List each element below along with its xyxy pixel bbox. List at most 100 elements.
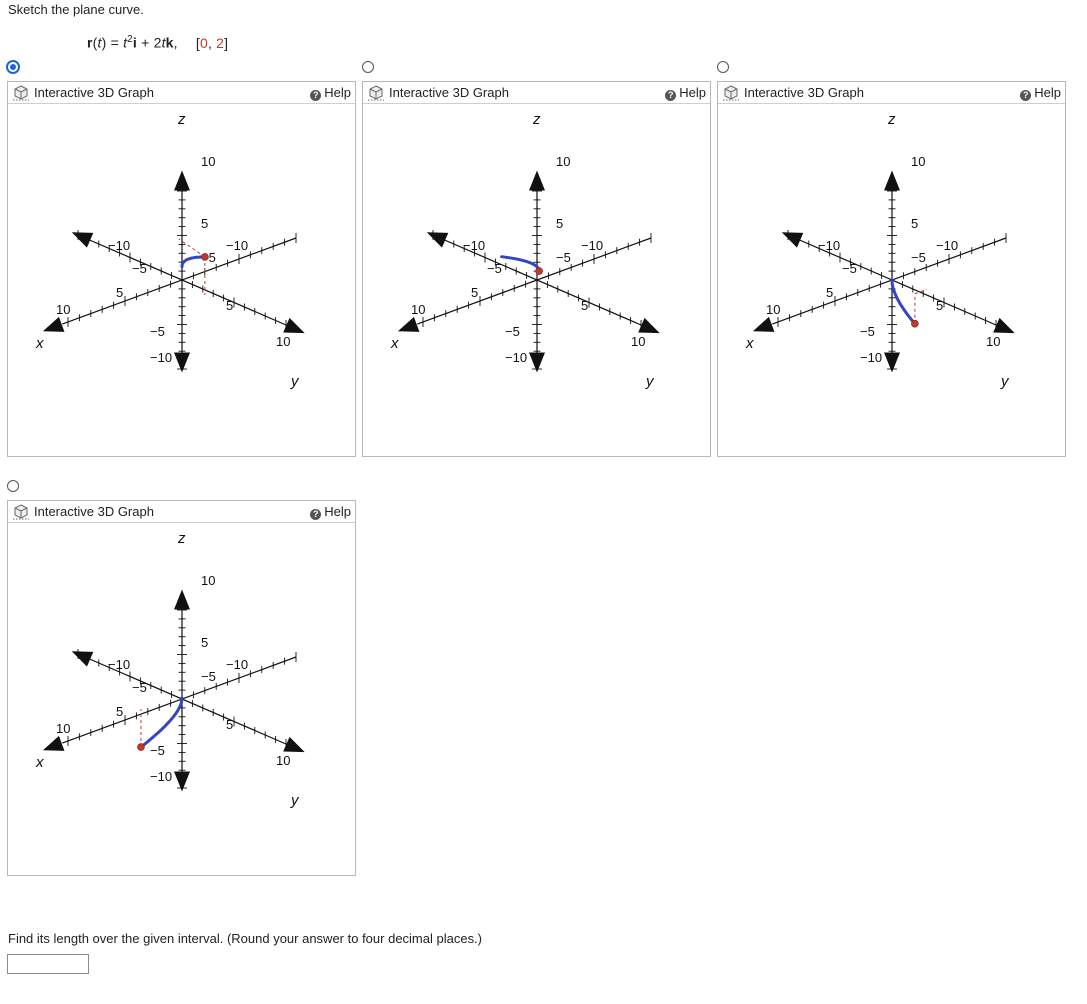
- z-ticks: [177, 600, 187, 789]
- help-label: Help: [679, 85, 706, 100]
- graph-header: Interactive 3D Graph ?Help: [718, 82, 1065, 104]
- z-tick-5: 5: [556, 216, 563, 231]
- endpoint-marker[interactable]: [535, 267, 543, 275]
- option-b-radio[interactable]: [362, 61, 374, 73]
- help-label: Help: [1034, 85, 1061, 100]
- help-icon: ?: [310, 90, 322, 101]
- x-axis-label: x: [35, 754, 44, 771]
- help-button[interactable]: ?Help: [310, 504, 351, 520]
- y-ticks: [77, 230, 287, 330]
- graph-panel-a[interactable]: Interactive 3D Graph ?Helpz105−10−5−10−5…: [7, 81, 356, 457]
- option-d-radio[interactable]: [7, 480, 19, 492]
- y-tick-5: 5: [226, 298, 233, 313]
- z-tick-10: 10: [556, 154, 570, 169]
- curve: [180, 255, 207, 269]
- z-tick-neg10: −10: [150, 350, 172, 365]
- y-axis-label: y: [645, 373, 655, 390]
- z-arrow: [529, 170, 545, 191]
- graph-header: Interactive 3D Graph ?Help: [8, 82, 355, 104]
- x-tick-10: 10: [56, 721, 70, 736]
- x-tick-neg5: −5: [132, 680, 147, 695]
- x-arrow: [752, 316, 775, 332]
- projection-line: [914, 289, 928, 295]
- x-ticks: [777, 233, 1007, 327]
- option-a-radio[interactable]: [7, 61, 19, 73]
- x-tick-10: 10: [766, 302, 780, 317]
- x-axis: [772, 237, 1007, 325]
- y-axis: [432, 234, 647, 328]
- help-button[interactable]: ?Help: [310, 85, 351, 101]
- z-tick-neg10: −10: [150, 769, 172, 784]
- x-tick-5: 5: [471, 285, 478, 300]
- y-tick-neg5: −5: [556, 250, 571, 265]
- z-tick-10: 10: [201, 573, 215, 588]
- help-icon: ?: [310, 509, 322, 520]
- x-ticks: [67, 652, 297, 746]
- z-axis-label: z: [532, 111, 541, 128]
- option-c-radio[interactable]: [717, 61, 729, 73]
- length-question: Find its length over the given interval.…: [8, 931, 483, 946]
- x-tick-neg10: −10: [463, 238, 485, 253]
- z-tick-neg5: −5: [860, 324, 875, 339]
- z-axis-label: z: [177, 530, 186, 547]
- cube-icon: [723, 85, 739, 101]
- z-axis-label: z: [177, 111, 186, 128]
- answer-input[interactable]: [7, 954, 89, 974]
- y-tick-5: 5: [226, 717, 233, 732]
- help-icon: ?: [1020, 90, 1032, 101]
- y-axis: [77, 653, 292, 747]
- x-tick-5: 5: [116, 285, 123, 300]
- help-button[interactable]: ?Help: [665, 85, 706, 101]
- x-tick-neg10: −10: [818, 238, 840, 253]
- help-button[interactable]: ?Help: [1020, 85, 1061, 101]
- endpoint-marker[interactable]: [911, 319, 919, 328]
- z-neg-arrow: [174, 352, 190, 373]
- x-arrow: [42, 735, 65, 751]
- problem-prompt: Sketch the plane curve.: [8, 2, 144, 17]
- y-axis-label: y: [290, 792, 300, 809]
- endpoint-marker[interactable]: [201, 253, 209, 261]
- z-tick-neg5: −5: [505, 324, 520, 339]
- y-axis: [77, 234, 292, 328]
- graph-title: Interactive 3D Graph: [34, 504, 154, 519]
- z-tick-10: 10: [911, 154, 925, 169]
- y-axis: [787, 234, 1002, 328]
- z-tick-5: 5: [911, 216, 918, 231]
- curve: [139, 696, 184, 749]
- help-label: Help: [324, 85, 351, 100]
- y-axis-label: y: [1000, 373, 1010, 390]
- y-tick-10: 10: [276, 334, 290, 349]
- curve-formula: r(t) = t2i + 2tk, [0, 2]: [87, 34, 229, 51]
- endpoint-marker[interactable]: [137, 743, 145, 751]
- z-arrow: [174, 170, 190, 191]
- y-tick-10: 10: [986, 334, 1000, 349]
- graph-title: Interactive 3D Graph: [34, 85, 154, 100]
- z-axis-label: z: [887, 111, 896, 128]
- x-axis: [62, 237, 297, 325]
- y-ticks: [787, 230, 997, 330]
- x-arrow: [397, 316, 420, 332]
- z-tick-5: 5: [201, 216, 208, 231]
- x-tick-neg5: −5: [132, 261, 147, 276]
- help-label: Help: [324, 504, 351, 519]
- x-axis: [417, 237, 652, 325]
- x-tick-10: 10: [56, 302, 70, 317]
- y-neg-arrow: [426, 232, 449, 248]
- graph-title: Interactive 3D Graph: [389, 85, 509, 100]
- x-ticks: [422, 233, 652, 327]
- cube-icon: [13, 85, 29, 101]
- y-tick-10: 10: [631, 334, 645, 349]
- z-ticks: [532, 181, 542, 370]
- y-tick-10: 10: [276, 753, 290, 768]
- z-arrow: [884, 170, 900, 191]
- curve: [890, 278, 917, 326]
- x-tick-neg5: −5: [487, 261, 502, 276]
- y-neg-arrow: [71, 232, 94, 248]
